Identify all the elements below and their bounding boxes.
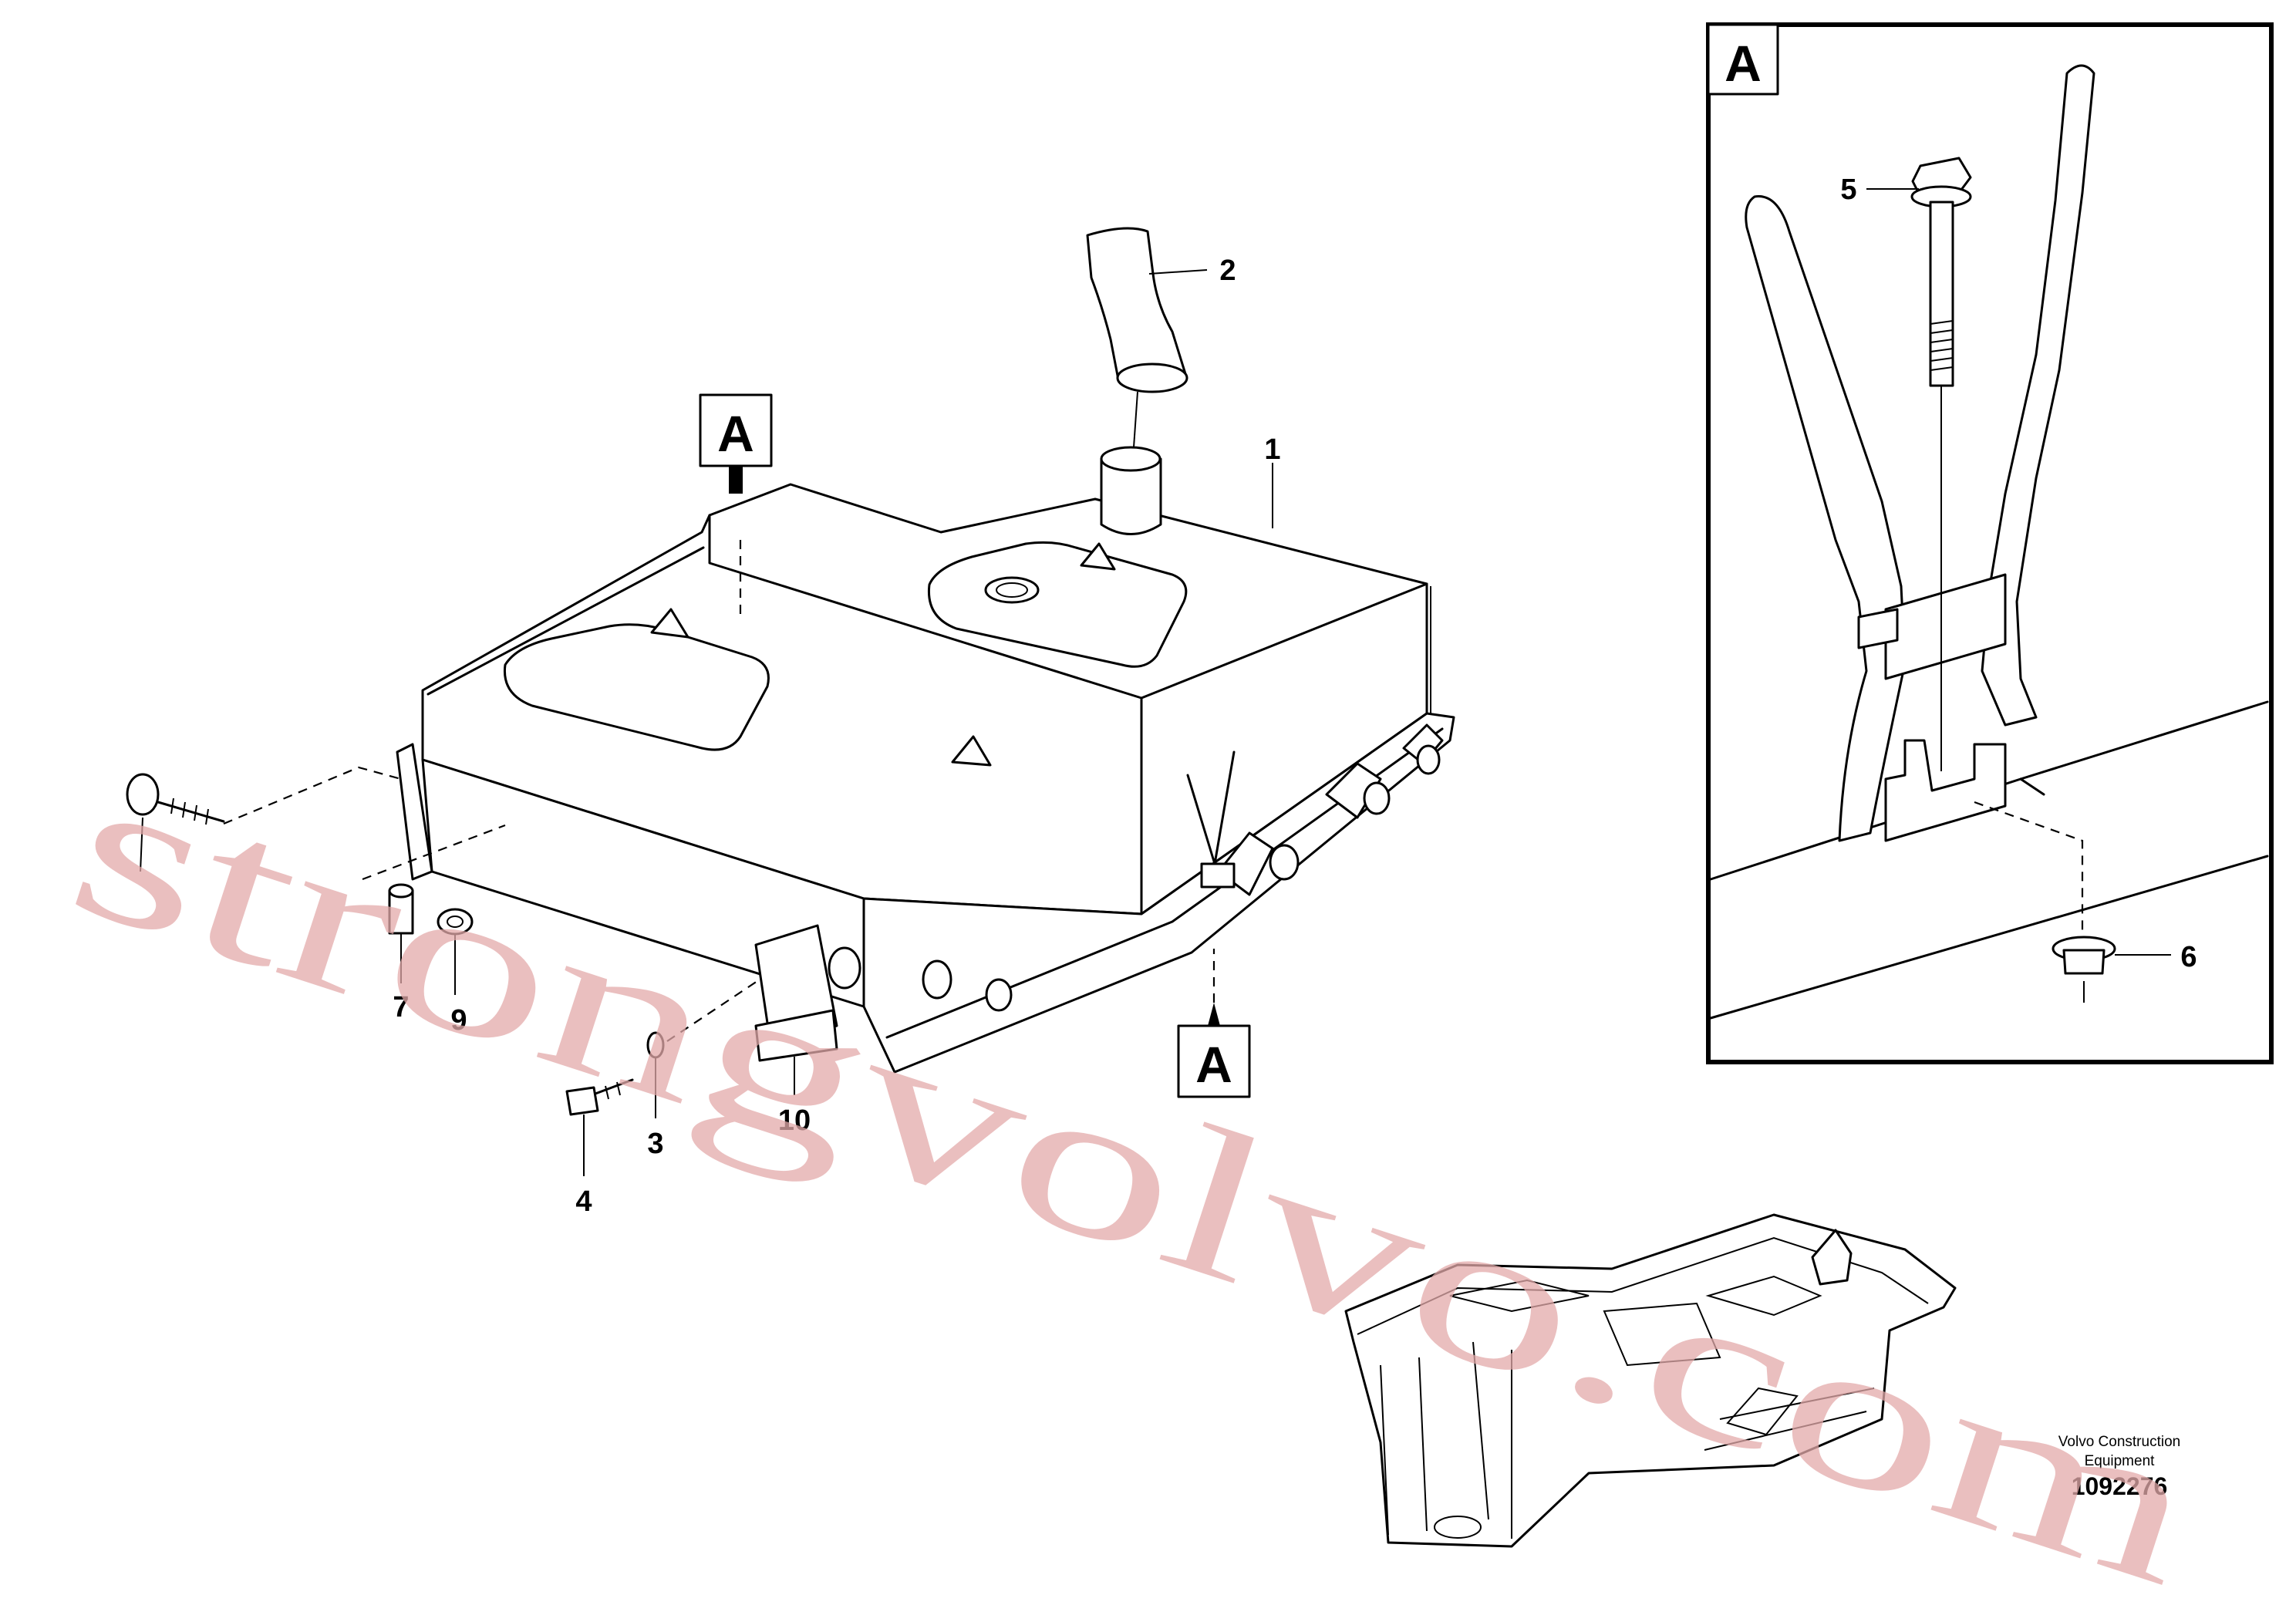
view-marker-top: A (699, 393, 773, 494)
drawing-number: 1092276 (2072, 1472, 2168, 1500)
screw-item-8 (126, 773, 225, 825)
leader-lines (140, 188, 2171, 1176)
frame-location-thumbnail (1344, 1213, 1957, 1548)
inspection-cover-rear (927, 541, 1188, 668)
detail-view-a: A (1706, 22, 2274, 1064)
callout-9: 9 (450, 1004, 467, 1037)
svg-text:A: A (717, 405, 754, 462)
callout-7: 7 (393, 991, 409, 1023)
bolt-item-4 (565, 1078, 634, 1116)
svg-text:A: A (1725, 35, 1762, 92)
callout-3: 3 (647, 1128, 663, 1160)
view-marker-bottom: A (1177, 949, 1251, 1098)
inspection-cover-front (503, 623, 770, 751)
callout-10: 10 (778, 1104, 811, 1137)
filler-pipe (1100, 391, 1162, 535)
publisher-name-line1: Volvo Construction (2058, 1434, 2180, 1450)
bolt-item-5 (1910, 157, 1972, 771)
rubber-mount (828, 744, 1441, 1012)
callout-4: 4 (575, 1185, 592, 1218)
callout-5: 5 (1840, 174, 1856, 206)
bracket-item-10 (754, 1009, 838, 1062)
callout-1: 1 (1264, 433, 1280, 466)
callout-2: 2 (1219, 255, 1236, 287)
nut-item-6 (2052, 936, 2116, 1003)
spacer-item-7 (388, 883, 414, 935)
callout-6: 6 (2180, 941, 2197, 973)
publisher-block: Volvo Construction Equipment 1092276 (2058, 1434, 2180, 1500)
filler-hose (1086, 227, 1188, 393)
svg-text:A: A (1195, 1036, 1232, 1093)
publisher-name-line2: Equipment (2085, 1453, 2156, 1469)
fuel-tank (396, 483, 1455, 1074)
